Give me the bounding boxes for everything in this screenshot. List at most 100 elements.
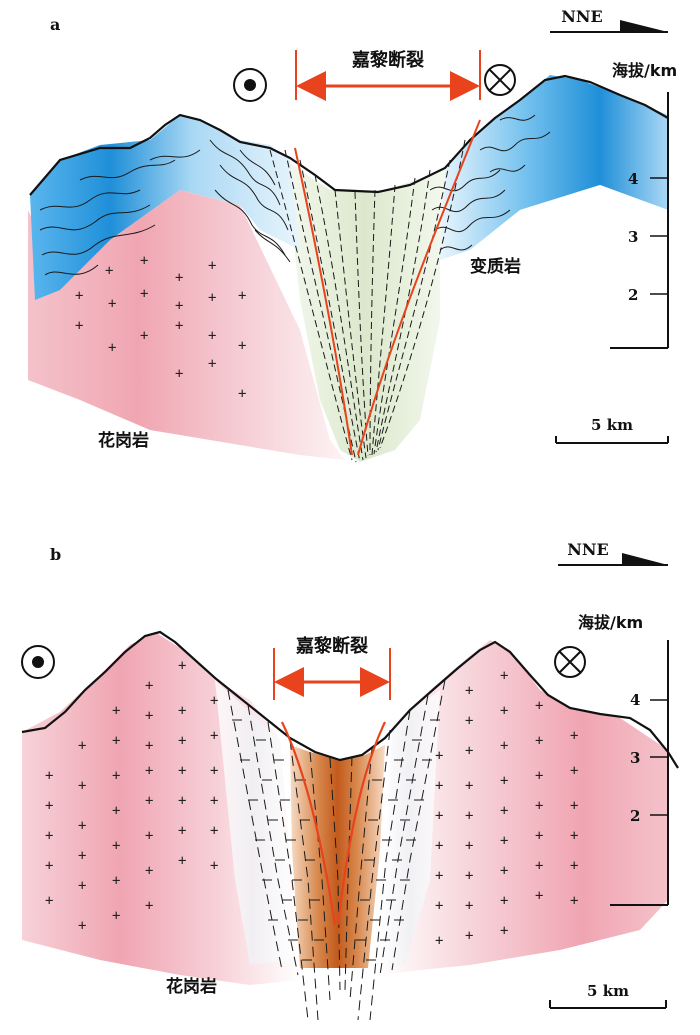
fault-label-a: 嘉黎断裂: [351, 49, 424, 71]
svg-text:+: +: [208, 328, 216, 344]
svg-text:+: +: [500, 668, 508, 684]
granite-body-a: [28, 190, 345, 460]
scale-bar-a: 5 km: [555, 416, 669, 444]
tick-b-4: 4: [630, 691, 640, 709]
fault-zone-b: [290, 745, 385, 968]
metamorphic-label-a: 变质岩: [470, 256, 521, 277]
tick-a-3: 3: [628, 228, 638, 246]
svg-text:+: +: [78, 918, 86, 934]
svg-text:+: +: [210, 793, 218, 809]
surface-profile-b: [21, 630, 679, 769]
svg-text:+: +: [75, 288, 83, 304]
direction-indicator-a: NNE: [550, 7, 668, 33]
granite-label-b: 花岗岩: [166, 976, 217, 997]
svg-text:+: +: [465, 868, 473, 884]
svg-text:+: +: [145, 763, 153, 779]
direction-label-b: NNE: [567, 540, 608, 559]
altitude-label-b: 海拔/km: [578, 613, 643, 632]
scale-bar-b: 5 km: [549, 982, 667, 1009]
svg-text:+: +: [465, 928, 473, 944]
fault-line-right-a: [357, 119, 481, 456]
svg-text:+: +: [45, 893, 53, 909]
svg-text:+: +: [140, 286, 148, 302]
svg-text:+: +: [145, 828, 153, 844]
svg-text:+: +: [535, 858, 543, 874]
granite-right-b: [380, 640, 668, 975]
svg-text:+: +: [465, 683, 473, 699]
svg-text:+: +: [178, 658, 186, 674]
svg-text:+: +: [535, 768, 543, 784]
svg-text:+: +: [465, 838, 473, 854]
fault-line-left-b: [281, 721, 337, 926]
svg-text:+: +: [435, 808, 443, 824]
scale-label-b: 5 km: [587, 982, 629, 1000]
svg-text:+: +: [140, 253, 148, 269]
svg-text:+: +: [570, 798, 578, 814]
svg-text:+: +: [500, 738, 508, 754]
svg-text:+: +: [145, 708, 153, 724]
shear-ticks-b: [232, 719, 440, 961]
altitude-label-a: 海拔/km: [612, 61, 677, 80]
svg-text:+: +: [500, 773, 508, 789]
svg-text:+: +: [435, 838, 443, 854]
svg-text:+: +: [435, 748, 443, 764]
svg-text:+: +: [435, 933, 443, 949]
panel-b: b: [21, 540, 679, 1021]
cross-circle-icon: [554, 646, 586, 678]
surface-profile-a: [29, 74, 669, 196]
svg-text:+: +: [105, 263, 113, 279]
svg-text:+: +: [210, 693, 218, 709]
svg-text:+: +: [112, 733, 120, 749]
svg-text:+: +: [535, 798, 543, 814]
svg-text:+: +: [435, 898, 443, 914]
svg-text:+: +: [238, 386, 246, 402]
panel-b-label: b: [50, 545, 61, 564]
granite-symbols-a: ++++ ++++++ ++++++ +++: [75, 253, 246, 402]
svg-text:+: +: [178, 703, 186, 719]
granite-label-a: 花岗岩: [98, 430, 149, 451]
svg-text:+: +: [178, 853, 186, 869]
svg-text:+: +: [175, 366, 183, 382]
svg-text:+: +: [78, 738, 86, 754]
svg-text:+: +: [108, 340, 116, 356]
svg-text:+: +: [112, 703, 120, 719]
svg-text:+: +: [238, 288, 246, 304]
svg-text:+: +: [145, 793, 153, 809]
svg-text:+: +: [208, 290, 216, 306]
svg-text:+: +: [570, 728, 578, 744]
svg-text:+: +: [78, 878, 86, 894]
svg-text:+: +: [570, 858, 578, 874]
scale-label-a: 5 km: [591, 416, 633, 434]
svg-text:+: +: [465, 898, 473, 914]
svg-text:+: +: [145, 898, 153, 914]
svg-text:+: +: [178, 823, 186, 839]
svg-text:+: +: [75, 318, 83, 334]
svg-text:+: +: [535, 733, 543, 749]
svg-text:+: +: [178, 793, 186, 809]
svg-text:+: +: [112, 908, 120, 924]
svg-text:+: +: [208, 356, 216, 372]
svg-text:+: +: [45, 798, 53, 814]
background-right-a: [440, 185, 668, 330]
svg-text:+: +: [535, 698, 543, 714]
direction-indicator-b: NNE: [558, 540, 668, 566]
panel-a: a: [28, 7, 677, 463]
svg-text:+: +: [238, 338, 246, 354]
svg-text:+: +: [500, 703, 508, 719]
metamorphic-right-a: [440, 75, 668, 260]
svg-text:+: +: [175, 318, 183, 334]
svg-text:+: +: [500, 833, 508, 849]
svg-text:+: +: [570, 828, 578, 844]
svg-text:+: +: [145, 863, 153, 879]
shear-lines-a: [269, 139, 466, 463]
tick-a-4: 4: [628, 170, 638, 188]
svg-text:+: +: [45, 768, 53, 784]
svg-text:+: +: [500, 863, 508, 879]
svg-text:+: +: [500, 893, 508, 909]
svg-text:+: +: [210, 823, 218, 839]
fault-line-right-b: [336, 721, 386, 926]
direction-label-a: NNE: [561, 7, 602, 26]
svg-text:+: +: [210, 858, 218, 874]
svg-text:+: +: [570, 763, 578, 779]
